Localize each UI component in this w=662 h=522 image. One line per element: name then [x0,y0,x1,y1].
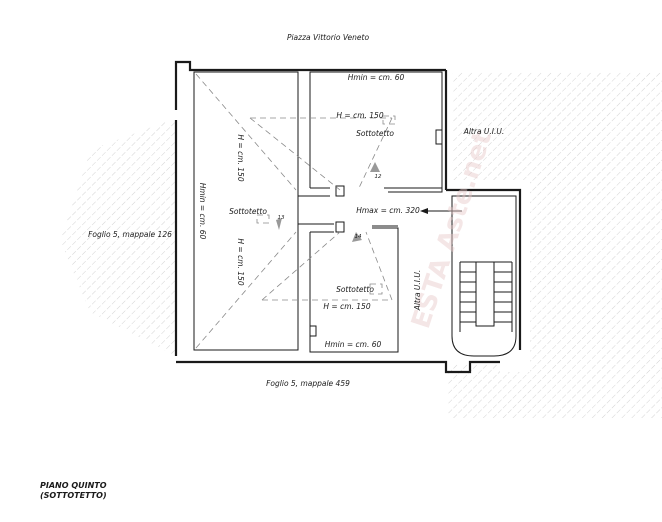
room-13-label: Sottotetto [229,207,267,216]
room-13-number: 13 [278,215,285,221]
slope-marker-14 [352,232,362,242]
room-12-h: H = cm. 150 [336,111,383,120]
street-label: Piazza Vittorio Veneto [287,33,369,42]
other-unit-east-label: Altra U.I.U. [463,127,505,136]
room-14-number: 14 [355,234,362,240]
room-13-outline [193,71,299,351]
room-12-hmin: Hmin = cm. 60 [348,73,405,82]
staircase [451,195,517,357]
room-14-outline [309,227,399,353]
slope-marker-12 [370,162,380,172]
neighbor-south-label: Foglio 5, mappale 459 [266,379,350,388]
neighbor-west-label: Foglio 5, mappale 126 [88,230,172,239]
neighbor-southeast-hatch [448,364,500,418]
exterior-walls [174,60,522,374]
roof-ridge-lines [195,73,393,349]
room-14-label: Sottotetto [336,285,374,294]
plan-title: PIANO QUINTO (SOTTOTETTO) [40,481,107,501]
room-12-number: 12 [375,174,382,180]
room-13-h-lower: H = cm. 150 [236,238,245,285]
slope-marker-13 [276,218,282,230]
plan-title-line2: (SOTTOTETTO) [40,491,107,500]
neighbor-west-hatch [60,118,176,356]
room-12-label: Sottotetto [356,129,394,138]
room-14-h: H = cm. 150 [323,302,370,311]
corridor-hmax: Hmax = cm. 320 [356,206,420,215]
other-unit-vertical-label: Altra U.I.U. [413,270,422,312]
plan-title-line1: PIANO QUINTO [40,481,107,490]
room-14-hmin: Hmin = cm. 60 [325,340,382,349]
neighbor-east-hatch [452,72,662,418]
room-12-outline [309,71,443,193]
room-13-hmin: Hmin = cm. 60 [198,183,207,240]
room-13-h-upper: H = cm. 150 [236,134,245,181]
entrance-arrow [420,208,462,214]
